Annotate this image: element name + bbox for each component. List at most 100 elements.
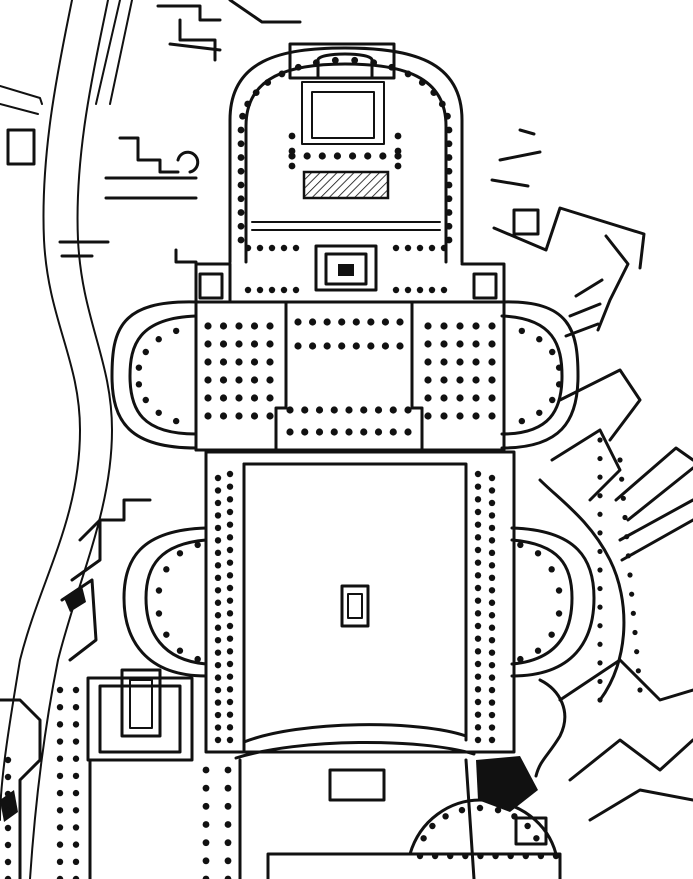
column [374, 428, 383, 436]
column [204, 376, 212, 384]
column [637, 687, 643, 693]
column [237, 167, 245, 175]
column [72, 772, 80, 780]
column [214, 674, 222, 681]
column [632, 629, 638, 636]
column [472, 340, 480, 348]
column [214, 711, 222, 719]
column [522, 852, 529, 860]
column [396, 318, 404, 326]
column [440, 394, 448, 402]
column [244, 286, 252, 294]
column [488, 562, 496, 569]
column [445, 195, 453, 203]
column [214, 487, 222, 494]
column [458, 806, 466, 814]
column [374, 406, 383, 414]
column [268, 286, 276, 294]
column [72, 875, 80, 879]
column [226, 711, 234, 718]
column [204, 358, 212, 366]
column [518, 327, 526, 335]
column [292, 286, 300, 294]
column [617, 457, 623, 463]
column [202, 784, 210, 792]
column [301, 406, 309, 414]
column [224, 821, 232, 828]
column [392, 244, 400, 252]
column [348, 152, 357, 160]
column [224, 784, 232, 792]
column [389, 406, 397, 414]
column [226, 534, 234, 541]
column [250, 376, 259, 384]
column [72, 755, 80, 762]
column [315, 428, 324, 436]
column [214, 599, 222, 606]
column [488, 524, 496, 532]
column [445, 181, 453, 189]
column [597, 548, 603, 555]
column [440, 358, 448, 366]
column [524, 822, 531, 830]
column [488, 612, 496, 619]
column [4, 807, 12, 815]
column [214, 636, 222, 644]
column [72, 858, 80, 866]
column [537, 852, 545, 860]
column [56, 755, 64, 762]
column [312, 59, 320, 67]
column [315, 406, 324, 414]
column [634, 649, 640, 655]
column [163, 566, 170, 573]
column [266, 394, 274, 402]
column [474, 584, 482, 592]
column [155, 336, 162, 343]
column [555, 381, 563, 388]
column [488, 686, 496, 694]
column [214, 549, 222, 557]
column [474, 622, 482, 630]
column [404, 406, 412, 414]
column [239, 112, 246, 120]
column [429, 822, 436, 830]
column [72, 807, 80, 814]
column [488, 587, 496, 594]
column [488, 661, 496, 669]
column [488, 487, 496, 494]
column [330, 406, 338, 414]
column [250, 412, 259, 420]
column [597, 641, 603, 647]
column [237, 209, 245, 216]
column [389, 428, 397, 436]
column [286, 428, 294, 436]
column [352, 318, 360, 326]
column [237, 154, 245, 161]
column [318, 152, 326, 160]
column [488, 340, 496, 348]
column [627, 572, 633, 578]
column [214, 724, 222, 731]
column [256, 244, 264, 252]
column [250, 358, 259, 366]
column [635, 668, 641, 674]
column [331, 56, 339, 64]
column [202, 857, 210, 865]
column [488, 512, 496, 519]
column [447, 852, 454, 860]
column [379, 152, 387, 160]
column [477, 852, 484, 860]
column [444, 112, 451, 120]
column [214, 612, 222, 619]
column [204, 322, 212, 330]
column [235, 358, 243, 366]
column [286, 406, 294, 414]
column [56, 772, 64, 780]
column [394, 152, 402, 160]
column [172, 417, 180, 425]
column [235, 322, 243, 330]
column [219, 340, 228, 348]
column [511, 813, 518, 820]
column [472, 376, 480, 384]
column [278, 70, 286, 78]
